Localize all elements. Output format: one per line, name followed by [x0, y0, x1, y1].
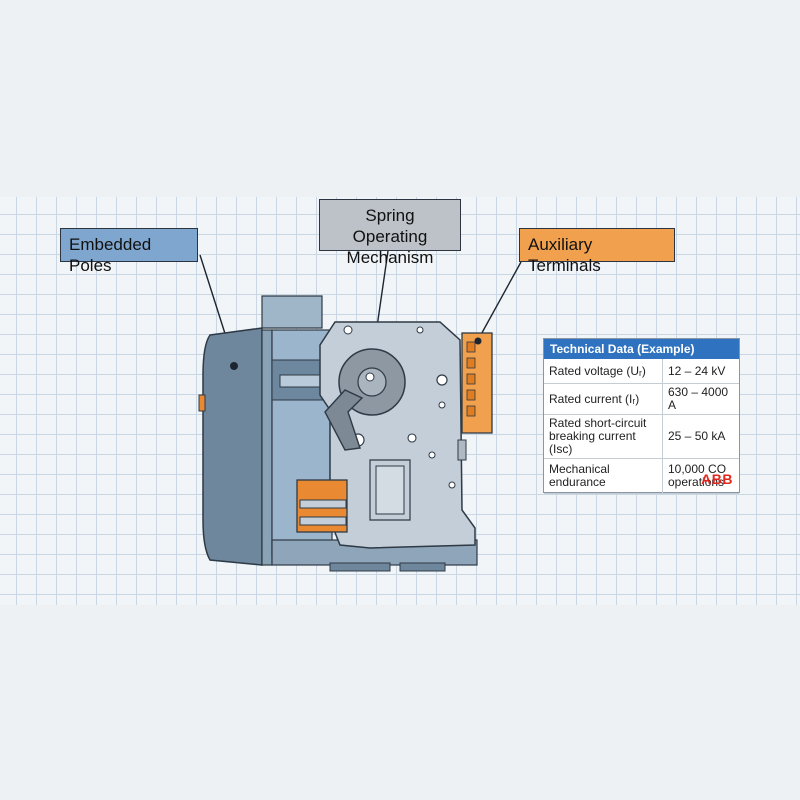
embedded-poles-housing [198, 327, 263, 566]
row-label-line1: Rated short-circuit [549, 416, 647, 430]
auxiliary-terminal-block [461, 332, 493, 434]
callout-spring-line2: Mechanism [346, 248, 434, 267]
callout-auxiliary-terminals-label: Auxiliary Terminals [528, 235, 601, 275]
row-value-line2: operations [668, 475, 725, 489]
technical-data-title: Technical Data (Example) [544, 339, 739, 359]
row-label: Rated voltage (Uᵣ) [544, 359, 663, 384]
table-row: Rated current (Iᵣ) 630 – 4000 A [544, 383, 739, 415]
callout-embedded-poles: Embedded Poles [60, 228, 198, 275]
row-value-line1: 10,000 CO [668, 462, 727, 476]
technical-data-table: Rated voltage (Uᵣ) 12 – 24 kV Rated curr… [544, 359, 739, 494]
abb-logo: ABB [701, 471, 733, 487]
row-value: 10,000 CO operations [662, 458, 739, 494]
row-value: 630 – 4000 A [662, 383, 739, 415]
table-row: Rated short-circuit breaking current (Is… [544, 414, 739, 459]
aux-marker-dot [474, 337, 482, 345]
row-label: Rated short-circuit breaking current (Is… [544, 414, 663, 459]
leader-line-aux [477, 261, 522, 341]
callout-spring-mechanism: Spring Operating Mechanism [319, 199, 461, 267]
row-value: 12 – 24 kV [662, 359, 739, 384]
row-label-line2: endurance [549, 475, 606, 489]
row-label-line1: Mechanical [549, 462, 610, 476]
row-label: Mechanical endurance [544, 458, 663, 494]
callout-spring-line1: Spring Operating [352, 206, 428, 246]
row-label: Rated current (Iᵣ) [544, 383, 663, 415]
row-value: 25 – 50 kA [662, 414, 739, 459]
callout-auxiliary-terminals: Auxiliary Terminals [519, 228, 675, 275]
callout-embedded-poles-label: Embedded Poles [69, 235, 152, 275]
row-label-line2: breaking current (Isc) [549, 429, 636, 456]
technical-data-panel: Technical Data (Example) Rated voltage (… [543, 338, 740, 494]
contact-assembly [296, 479, 348, 533]
spring-operating-mechanism [324, 348, 406, 451]
table-row: Mechanical endurance 10,000 CO operation… [544, 458, 739, 494]
pole-marker-dot [230, 362, 238, 370]
table-row: Rated voltage (Uᵣ) 12 – 24 kV [544, 359, 739, 384]
